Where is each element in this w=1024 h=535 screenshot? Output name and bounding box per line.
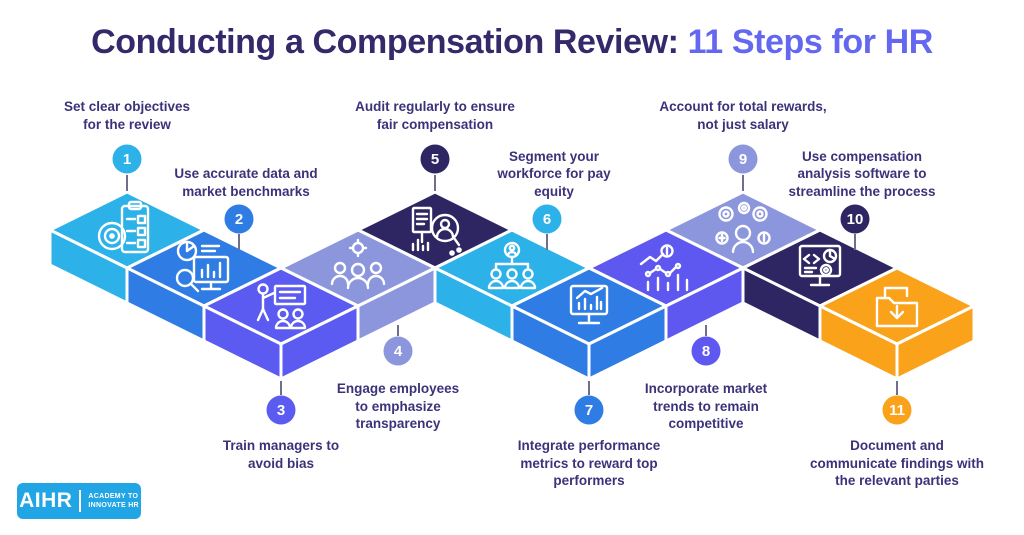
step-label-line: metrics to reward top	[520, 455, 658, 471]
step-label-line: competitive	[668, 416, 744, 431]
logo-tagline: ACADEMY TO INNOVATE HR	[88, 492, 139, 510]
step-label-line: Integrate performance	[517, 438, 661, 453]
logo-divider	[79, 490, 82, 512]
step-label-line: performers	[553, 473, 625, 488]
step-label-line: equity	[534, 183, 574, 199]
step-label-line: Document and	[850, 438, 944, 453]
step-cube-3	[202, 266, 360, 381]
step-label-line: Use accurate data and	[174, 166, 318, 181]
step-number-badge-8	[691, 336, 721, 366]
step-label-line: Incorporate market	[644, 381, 768, 396]
logo-brand: AIHR	[19, 489, 73, 512]
step-label-9: Account for total rewards, not just salar…	[618, 98, 868, 133]
total-rewards-icon	[715, 201, 771, 254]
step-label-2: Use accurate data and market benchmarks	[121, 165, 371, 200]
audit-icon	[411, 206, 462, 256]
step-number-badge-5	[420, 144, 450, 174]
step-number-badge-2	[224, 204, 254, 234]
step-label-3: Train managers to avoid bias	[156, 437, 406, 472]
step-number-badge-3	[266, 395, 296, 425]
market-trends-icon	[639, 244, 689, 292]
step-number-11: 11	[889, 402, 905, 419]
step-label-line: Set clear objectives	[63, 99, 191, 114]
employee-engagement-icon	[330, 238, 386, 290]
step-number-2: 2	[235, 211, 243, 228]
step-label-line: Segment your	[508, 148, 600, 164]
logo-tagline-line1: ACADEMY TO	[88, 493, 139, 500]
step-number-badge-11	[882, 395, 912, 425]
step-label-line: Account for total rewards,	[659, 99, 827, 114]
step-cube-11	[818, 266, 976, 381]
step-number-3: 3	[277, 402, 285, 419]
step-number-1: 1	[123, 151, 131, 168]
step-number-badge-10	[840, 204, 870, 234]
title-main: Conducting a Compensation Review:	[91, 23, 688, 61]
logo-tagline-line2: INNOVATE HR	[88, 502, 139, 509]
step-number-4: 4	[394, 343, 403, 360]
page-title: Conducting a Compensation Review: 11 Ste…	[0, 23, 1024, 61]
step-label-line: workforce for pay	[497, 166, 611, 181]
step-number-10: 10	[847, 211, 864, 228]
step-number-badge-1	[112, 144, 142, 174]
step-label-line: Engage employees	[336, 381, 460, 396]
step-number-badge-9	[728, 144, 758, 174]
title-accent: 11 Steps for HR	[687, 23, 934, 61]
step-label-line: trends to remain	[653, 398, 759, 414]
step-label-6: Segment your workforce for pay equity	[429, 148, 679, 201]
step-number-8: 8	[702, 343, 710, 360]
step-label-line: fair compensation	[376, 116, 494, 132]
step-label-line: market benchmarks	[182, 183, 310, 199]
market-data-icon	[175, 240, 230, 293]
step-label-line: Train managers to	[222, 438, 340, 453]
step-label-line: to emphasize	[355, 398, 441, 414]
step-number-badge-4	[383, 336, 413, 366]
step-label-8: Incorporate market trends to remain compet…	[581, 380, 831, 433]
step-number-9: 9	[739, 151, 747, 168]
workforce-segment-icon	[487, 241, 537, 290]
performance-metrics-icon	[569, 284, 609, 325]
target-clipboard-icon	[97, 200, 150, 254]
step-label-line: the relevant parties	[835, 473, 959, 488]
step-number-5: 5	[431, 151, 439, 168]
aihr-logo: AIHR ACADEMY TO INNOVATE HR	[17, 483, 141, 519]
step-number-6: 6	[543, 211, 551, 228]
step-label-4: Engage employees to emphasize transparency	[273, 380, 523, 433]
document-findings-icon	[875, 286, 919, 328]
step-label-line: communicate findings with	[809, 455, 984, 471]
compensation-software-icon	[798, 244, 842, 287]
step-label-1: Set clear objectives for the review	[2, 98, 252, 133]
manager-training-icon	[256, 283, 307, 330]
step-label-11: Document and communicate findings with the…	[772, 437, 1022, 490]
step-number-7: 7	[585, 402, 593, 419]
step-label-7: Integrate performance metrics to reward t…	[464, 437, 714, 490]
step-label-line: Audit regularly to ensure	[355, 99, 515, 114]
step-label-5: Audit regularly to ensure fair compensati…	[310, 98, 560, 133]
step-label-line: not just salary	[697, 116, 789, 132]
step-label-line: for the review	[83, 116, 171, 132]
step-number-badge-6	[532, 204, 562, 234]
step-label-line: analysis software to	[797, 166, 927, 181]
step-label-10: Use compensation analysis software to stre…	[737, 148, 987, 201]
step-label-line: Use compensation	[801, 148, 923, 164]
step-label-line: streamline the process	[788, 183, 936, 199]
step-number-badge-7	[574, 395, 604, 425]
step-label-line: avoid bias	[247, 455, 315, 471]
step-cube-7	[510, 266, 668, 381]
step-label-line: transparency	[355, 416, 441, 431]
